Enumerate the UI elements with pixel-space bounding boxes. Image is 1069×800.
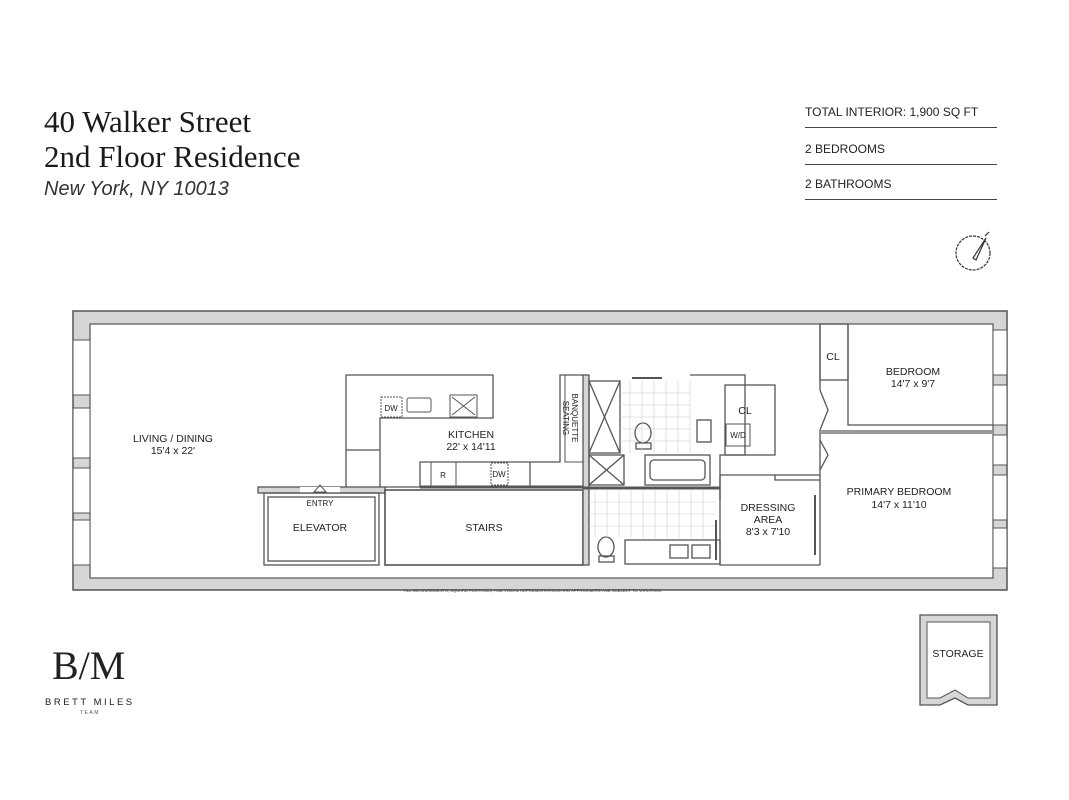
room-size-dressing: 8'3 x 7'10 — [746, 526, 790, 538]
label-storage: STORAGE — [932, 648, 983, 660]
label-dw-1: DW — [384, 404, 398, 413]
label-banquette-2: SEATING — [561, 401, 570, 436]
room-name-kitchen: KITCHEN — [448, 429, 494, 441]
label-washer-dryer: W/D — [730, 431, 746, 440]
refrigerator-icon — [430, 461, 457, 488]
label-entry: ENTRY — [307, 499, 335, 508]
stat-total-interior: TOTAL INTERIOR: 1,900 SQ FT — [805, 105, 997, 128]
listing-title-line2: 2nd Floor Residence — [44, 139, 301, 174]
brand-name: BRETT MILES — [45, 697, 135, 708]
room-size-bedroom: 14'7 x 9'7 — [891, 378, 935, 390]
dishwasher-icon — [380, 396, 403, 418]
listing-location: New York, NY 10013 — [44, 178, 229, 200]
listing-title-line1: 40 Walker Street — [44, 104, 251, 139]
room-size-kitchen: 22' x 14'11 — [446, 441, 496, 453]
label-closet: CL — [738, 405, 752, 417]
label-elevator: ELEVATOR — [293, 522, 348, 534]
room-name-dressing-2: AREA — [754, 514, 783, 526]
entry-arrow-icon — [312, 484, 328, 493]
label-dw-2: DW — [492, 470, 506, 479]
disclaimer: ALL MEASUREMENTS, SQUARE FOOTAGES, AND V… — [404, 588, 662, 593]
brand-team: TEAM — [80, 710, 100, 716]
room-size-primary-bedroom: 14'7 x 11'10 — [871, 499, 926, 511]
sink-icon — [406, 397, 432, 413]
dishwasher-icon — [490, 462, 509, 486]
room-size-living: 15'4 x 22' — [151, 445, 195, 457]
washer-dryer-icon — [725, 423, 751, 447]
kitchen-appliances — [312, 374, 751, 493]
brand-logo-mark: B/M — [52, 643, 126, 688]
label-stairs: STAIRS — [465, 522, 502, 534]
room-name-living: LIVING / DINING — [133, 433, 213, 445]
label-closet-2: CL — [826, 351, 840, 363]
exterior-walls — [72, 310, 1008, 591]
bathroom-tiles — [589, 381, 715, 538]
stove-icon — [449, 394, 478, 418]
room-name-bedroom: BEDROOM — [886, 366, 940, 378]
storage-room: STORAGE — [919, 614, 998, 706]
room-name-primary-bedroom: PRIMARY BEDROOM — [847, 486, 952, 498]
stat-bedrooms: 2 BEDROOMS — [805, 142, 997, 165]
label-banquette-1: BANQUETTE — [570, 394, 579, 443]
stat-bathrooms: 2 BATHROOMS — [805, 177, 997, 200]
compass-icon — [955, 231, 991, 271]
label-refrigerator: R — [440, 471, 446, 480]
room-name-dressing-1: DRESSING — [741, 502, 796, 514]
